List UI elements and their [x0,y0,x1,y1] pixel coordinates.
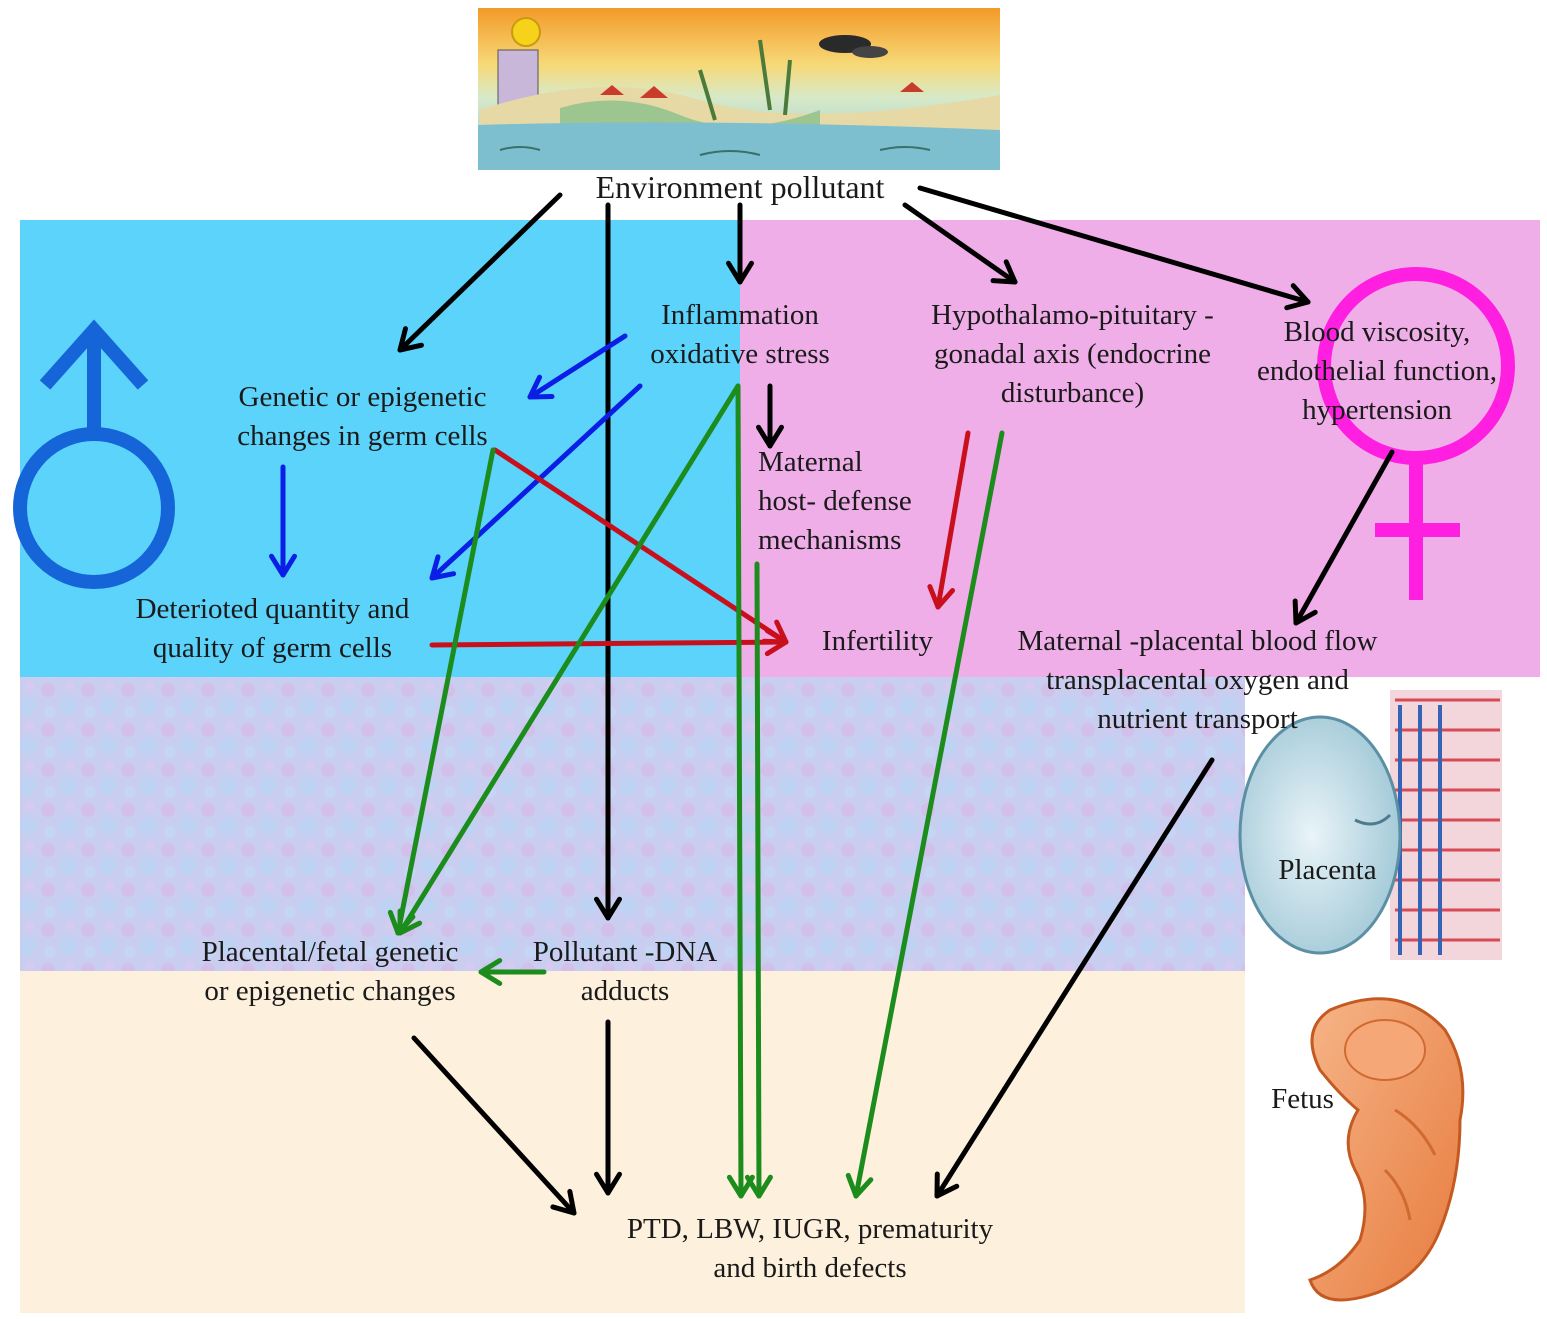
label-blood-viscosity: Blood viscosity,endothelial function,hyp… [1257,316,1497,426]
arrow-defense-to-outcomes [744,561,773,1199]
arrow-blood-to-maternal-flow [1292,449,1395,626]
label-infertility: Infertility [821,625,934,657]
arrow-inflammation-to-defense [756,383,784,449]
arrow-adducts-to-outcomes [594,1019,622,1196]
label-hpg-axis: Hypothalamo-pituitary -gonadal axis (end… [931,299,1214,409]
arrow-maternal-flow-to-outcomes [934,757,1215,1199]
arrow-adducts-to-placental [478,958,547,986]
arrow-env-to-hpg [902,202,1018,285]
label-fetus: Fetus [1271,1083,1334,1115]
placental-zone [20,677,1245,971]
arrow-deteriorated-to-infertility [429,628,789,657]
arrow-hpg-to-infertility [927,430,971,610]
fetus-illustration [1245,972,1538,1312]
arrow-genetic-to-deteriorated [269,464,297,578]
label-placenta: Placenta [1278,854,1377,886]
arrow-inflammation-to-genetic [527,333,628,400]
arrow-env-to-blood [917,185,1311,311]
label-environment-pollutant: Environment pollutant [595,169,885,205]
arrow-inflammation-to-deteriorated [429,383,643,581]
male-symbol-icon [13,319,175,589]
placenta-illustration [1238,690,1515,965]
female-zone [740,220,1540,677]
arrow-inflammation-to-placental [397,383,741,936]
arrow-placental-to-outcomes [411,1035,577,1216]
arrow-hpg-to-outcomes [845,430,1005,1199]
arrow-env-to-genetic [397,192,563,353]
arrow-env-to-inflammation [726,202,754,285]
arrow-env-to-adducts [594,202,622,921]
female-symbol-icon [1317,267,1515,600]
pollution-landscape-illustration [478,8,1000,170]
arrows [269,185,1395,1216]
